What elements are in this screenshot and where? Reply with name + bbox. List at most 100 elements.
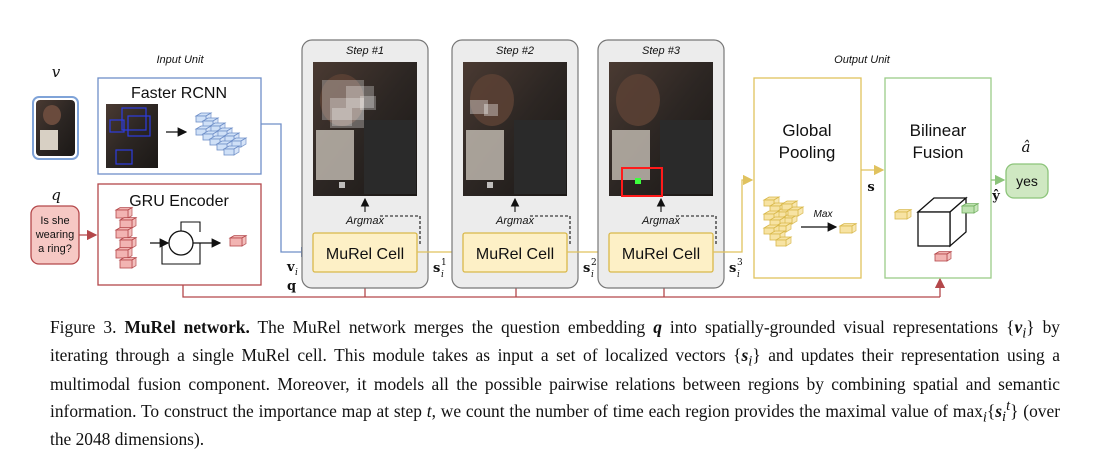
input-q: q (287, 279, 296, 294)
attention-region (332, 108, 352, 126)
cell-output-var: s (729, 261, 736, 276)
region-feature-cube (208, 135, 227, 146)
word-embedding-cube (114, 206, 134, 219)
cell-output-var: s (583, 261, 590, 276)
attention-region (339, 182, 345, 188)
attention-region (487, 182, 493, 188)
global-pooling-line-1: Global (782, 121, 831, 140)
attention-region (360, 96, 376, 110)
word-embedding-cube (118, 216, 138, 229)
region-box (109, 119, 125, 133)
murel-cell-label: MuRel Cell (622, 246, 700, 263)
image-face (616, 74, 660, 126)
region-states-icon (762, 196, 805, 247)
question-embedding-icon (228, 234, 248, 247)
question-bus (182, 285, 940, 298)
pooled-vector-icon (838, 222, 858, 234)
caption-text: { (986, 400, 996, 421)
answer-text: yes (1016, 173, 1038, 189)
cell-output-sub: i (591, 270, 594, 280)
output-unit-title: Output Unit (834, 54, 891, 66)
max-label: Max (814, 209, 834, 220)
caption-math: t (426, 400, 432, 421)
argmax-label: Argmax (495, 215, 534, 227)
bilinear-fusion-box (884, 77, 992, 279)
caption-math: i (1002, 409, 1007, 426)
cell-output-sup: 3 (737, 258, 743, 268)
cell-output-sub: i (737, 270, 740, 280)
image-cup (316, 130, 354, 180)
caption-math: s (741, 345, 749, 366)
question-line-3: a ring? (38, 243, 72, 255)
gru-recurrence (161, 243, 201, 265)
region-state-cube (768, 230, 787, 241)
input-vi-sub: i (295, 268, 298, 278)
region-features-icon (194, 112, 248, 156)
word-embedding-cube (118, 236, 138, 249)
word-embeddings-icon (114, 206, 138, 269)
image-face (470, 74, 514, 126)
region-box (115, 149, 133, 165)
input-image-face (43, 105, 61, 125)
pooled-vector-cube (838, 222, 858, 234)
caption-text: } and updates their representation using… (50, 345, 1060, 421)
input-unit-title: Input Unit (156, 54, 204, 66)
caption-text: } (over the 2048 dimensions). (50, 400, 1060, 450)
step-title: Step #1 (346, 45, 384, 57)
image-face (320, 74, 364, 126)
y-hat: ŷ (991, 189, 1000, 204)
vi-connection (261, 123, 312, 258)
caption-math: s (995, 400, 1003, 421)
ring-highlight (635, 178, 641, 184)
word-embedding-cube (118, 256, 138, 269)
argmax-dashed-link (380, 215, 421, 246)
question-line-1: Is she (40, 215, 69, 227)
cell-output-sup: 2 (591, 258, 597, 268)
image-cup (466, 130, 504, 180)
region-box (121, 107, 147, 131)
faster-rcnn-label: Faster RCNN (131, 85, 227, 102)
image-jacket (514, 120, 566, 194)
global-pooling-line-2: Pooling (779, 143, 836, 162)
faster-rcnn-box (97, 77, 262, 175)
cell-output-sub: i (441, 270, 444, 280)
caption-text: The MuRel network merges the question em… (257, 317, 646, 337)
region-feature-cube (222, 145, 241, 156)
argmax-label: Argmax (641, 215, 680, 227)
caption-figure-label: Figure 3. (50, 317, 117, 337)
argmax-dashed-link (530, 215, 571, 246)
murel-diagram: Input Unit v Faster RCNN q Is she wearin… (30, 39, 1049, 298)
bilinear-fusion-line-2: Fusion (912, 143, 963, 162)
image-jacket (660, 120, 712, 194)
step-title: Step #3 (642, 45, 681, 57)
s-label: s (867, 180, 874, 195)
fusion-inputs-icon (893, 202, 980, 262)
region-state-cube (786, 206, 805, 217)
answer-bubble (1005, 163, 1049, 199)
caption-text: , we count the number of time each regio… (431, 400, 983, 421)
attention-region (470, 100, 488, 114)
caption-math: i (1022, 325, 1027, 342)
word-embedding-cube (114, 226, 134, 239)
fusion-output-cube (960, 202, 980, 214)
attention-region (484, 104, 498, 116)
caption-text: into spatially-grounded visual represent… (669, 317, 1015, 337)
attention-region (346, 86, 374, 108)
input-vi: v (286, 260, 295, 275)
caption-math: i (748, 353, 753, 370)
caption-title: MuRel network. (124, 317, 250, 337)
figure-caption: Figure 3. MuRel network. The MuRel netwo… (50, 316, 1060, 450)
argmax-dashed-link (676, 215, 717, 246)
caption-math: q (653, 317, 662, 337)
gru-encoder-box (97, 183, 262, 286)
step-title: Step #2 (496, 45, 534, 57)
gru-cell-icon (168, 230, 194, 256)
var-q: q (51, 186, 61, 204)
caption-math: v (1014, 317, 1023, 337)
region-state-cube (774, 236, 793, 247)
var-v: v (52, 63, 61, 81)
